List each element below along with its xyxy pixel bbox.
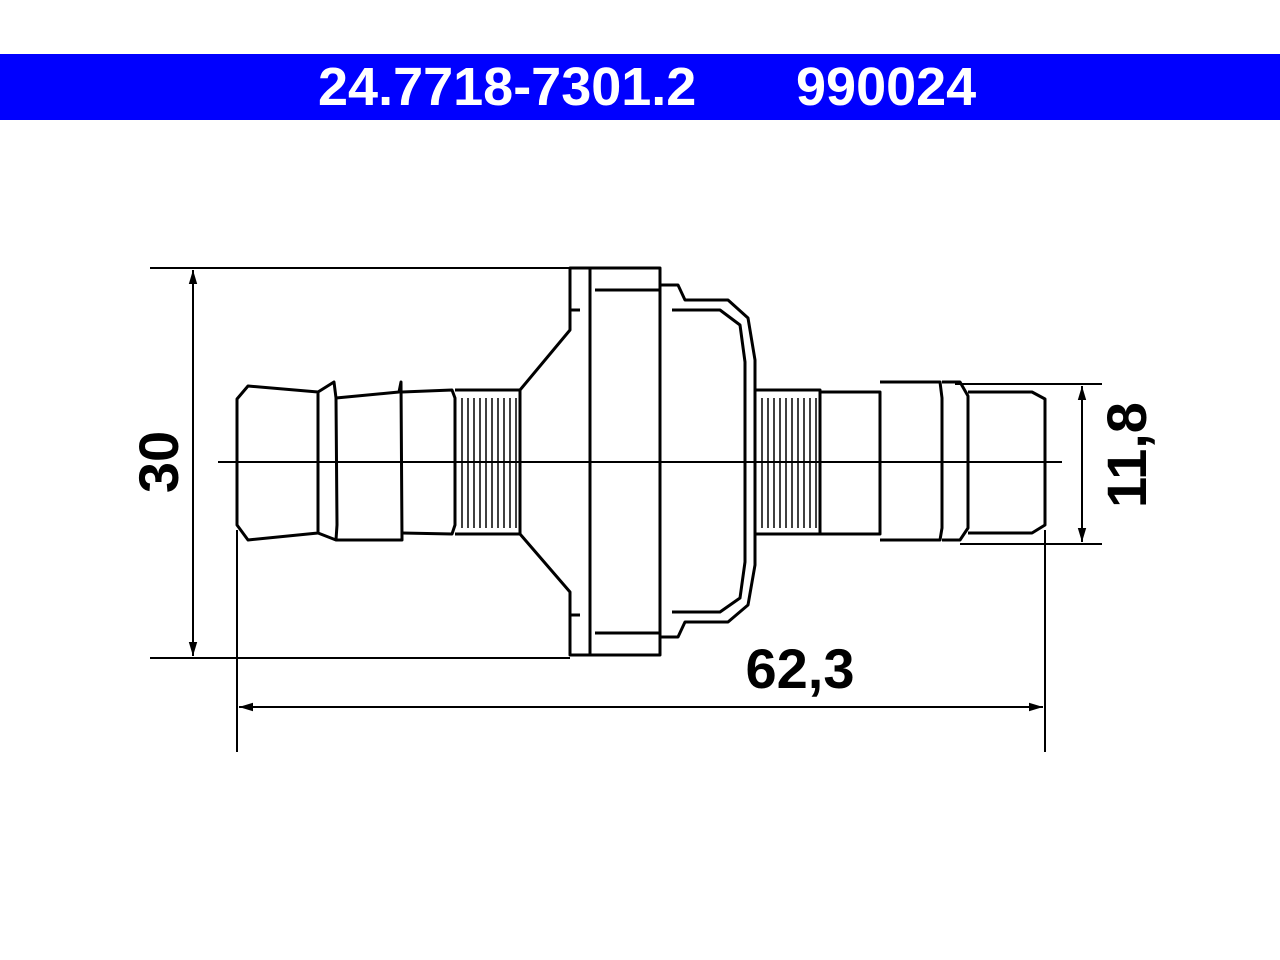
left-barb-segment-3 xyxy=(335,380,404,542)
length-dimension xyxy=(236,530,1046,752)
right-knurl-body xyxy=(755,388,822,536)
right-barb-segment-2 xyxy=(880,380,944,542)
knurl-texture xyxy=(461,398,817,528)
header-bar: 24.7718-7301.2 990024 xyxy=(0,54,1280,120)
body-flange xyxy=(660,283,757,639)
part-number: 24.7718-7301.2 xyxy=(318,57,697,117)
catalog-number: 990024 xyxy=(796,57,977,117)
check-valve-part xyxy=(235,266,1047,657)
left-cone xyxy=(518,266,662,657)
right-barb-segment-1 xyxy=(820,390,882,536)
left-barb-segment-2 xyxy=(317,380,339,542)
right-barb-segment-3 xyxy=(942,380,970,542)
right-barb-tip xyxy=(968,390,1047,535)
outlet-diameter-dimension xyxy=(955,383,1102,545)
height-dimension xyxy=(150,267,570,659)
left-barb-segment-4 xyxy=(401,388,457,536)
outlet-diameter-label: 11,8 xyxy=(1095,402,1158,508)
left-knurl-body xyxy=(455,388,522,536)
height-label: 30 xyxy=(127,431,190,493)
length-label: 62,3 xyxy=(746,637,855,700)
